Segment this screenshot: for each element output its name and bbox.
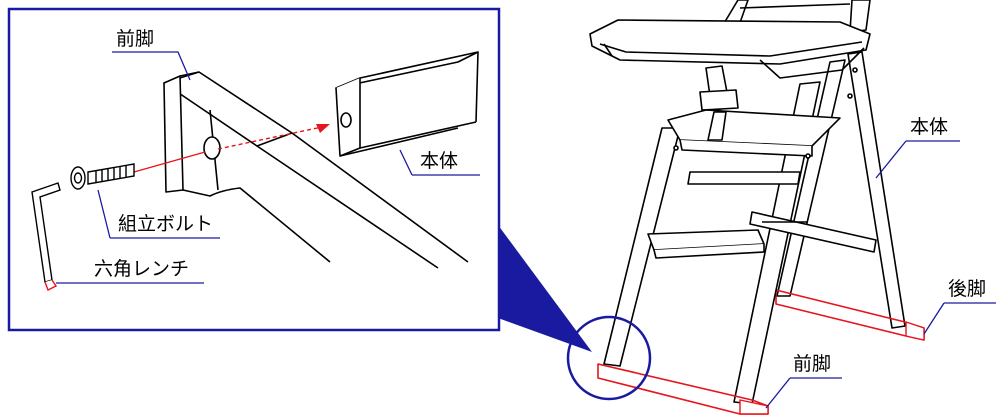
label-hex-wrench: 六角レンチ <box>94 258 190 280</box>
inset-frame <box>7 7 501 332</box>
inset-front-leg-part <box>163 71 469 269</box>
callout-wedge <box>498 225 592 352</box>
assembly-path <box>133 124 330 173</box>
inset-leader-lines <box>56 51 480 284</box>
label-chair-front-leg: 前脚 <box>793 353 832 375</box>
label-chair-body: 本体 <box>910 116 949 138</box>
detail-circle <box>566 315 652 401</box>
assembly-bolt-part <box>70 163 135 190</box>
label-inset-front-leg: 前脚 <box>116 28 155 50</box>
inset-body-rail <box>335 51 479 157</box>
label-assembly-bolt: 組立ボルト <box>118 213 214 235</box>
label-inset-body: 本体 <box>420 150 459 172</box>
hex-wrench-part <box>31 182 61 291</box>
label-rear-leg: 後脚 <box>948 278 987 300</box>
high-chair <box>589 0 925 415</box>
chair-leader-lines <box>765 140 996 409</box>
